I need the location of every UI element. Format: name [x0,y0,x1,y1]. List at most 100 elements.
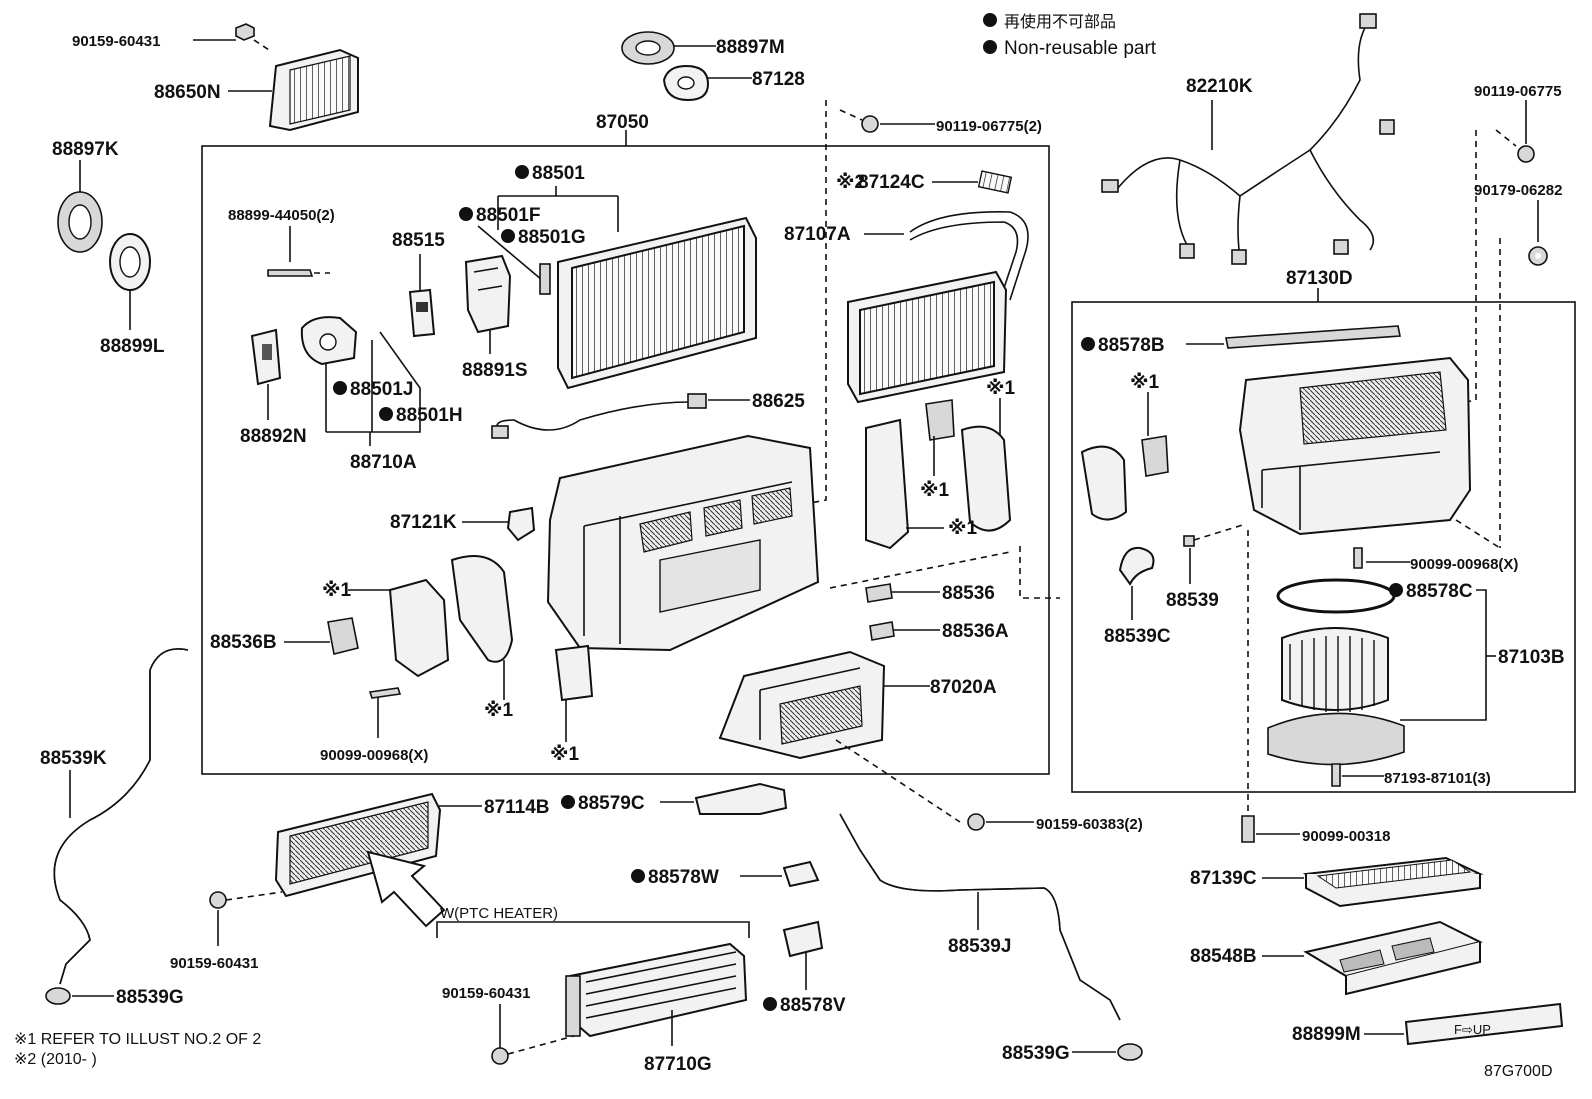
part-87128-grommet [662,64,710,102]
label-87050: 87050 [596,112,649,133]
ref-note-1: ※1 [1130,372,1159,393]
label-88539C: 88539C [1104,626,1171,647]
part-88897M-seal [621,31,675,65]
part-87103B-blower-motor [1267,627,1405,766]
part-87139C-cabin-filter [1302,856,1484,908]
label-87128: 87128 [752,69,805,90]
label-87710G: 87710G [644,1054,712,1075]
label-88578V: 88578V [780,995,846,1016]
label-87107A: 87107A [784,224,851,245]
label-88899-44050: 88899-44050(2) [228,207,335,224]
part-88536-clip [865,583,893,603]
part-88892N-actuator [250,328,282,386]
legend-jp: 再使用不可部品 [1004,13,1116,31]
part-88578V-clip [782,920,824,958]
leader-dashed [835,739,961,823]
ref-note-1: ※1 [986,378,1015,399]
label-90179-06282: 90179-06282 [1474,182,1562,199]
part-88539J-drain-pipe [839,813,1121,1021]
part-88578W-clip [782,860,820,888]
label-88579C: 88579C [578,793,645,814]
part-blower-actuator [1080,435,1169,521]
filter-marking: F⇨UP [1454,1022,1491,1037]
ref-note-1: ※1 [484,700,513,721]
part-actuator-right [865,399,1012,550]
label-90099-00968-left: 90099-00968(X) [320,747,428,764]
label-88501G: 88501G [518,227,586,248]
label-88501J: 88501J [350,379,413,400]
ref-note-1: ※1 [322,580,351,601]
ref-note-1: ※1 [920,480,949,501]
part-87107A-heater-core [847,211,1029,404]
diagram-code: 87G700D [1484,1063,1553,1080]
label-88899L: 88899L [100,336,165,357]
nut-icon [1528,246,1548,266]
label-88536A: 88536A [942,621,1009,642]
arrow-icon [366,850,446,928]
label-82210K: 82210K [1186,76,1253,97]
non-reusable-dot-icon [763,997,777,1011]
part-88539-grommet [1183,535,1195,547]
ref-note-2: ※2 [836,172,865,193]
label-88899M: 88899M [1292,1024,1361,1045]
label-88578B: 88578B [1098,335,1165,356]
label-88892N: 88892N [240,426,307,447]
label-88501F: 88501F [476,205,540,226]
screw-icon [1353,547,1363,569]
label-88710A: 88710A [350,452,417,473]
part-88501-evaporator [539,216,757,390]
label-88578C: 88578C [1406,581,1473,602]
non-reusable-dot-icon [983,13,997,27]
label-90099-00318: 90099-00318 [1302,828,1390,845]
non-reusable-dot-icon [1389,583,1403,597]
non-reusable-dot-icon [501,229,515,243]
label-88897M: 88897M [716,37,785,58]
part-87130D-blower-case [1238,356,1472,536]
screw-icon [1241,815,1255,843]
leader-dashed [799,100,827,506]
label-87103B: 87103B [1498,647,1565,668]
ref-note-1: ※1 [948,518,977,539]
non-reusable-dot-icon [333,381,347,395]
part-88548B-filter-cover [1303,920,1483,996]
part-88899M-filter-label: F⇨UP [1404,1002,1564,1046]
screw-icon [235,23,273,53]
bolt-icon [267,269,330,277]
label-88539K: 88539K [40,748,107,769]
leader-dashed [1193,523,1247,541]
label-87193-87101: 87193-87101(3) [1384,770,1491,787]
label-90099-00968-right: 90099-00968(X) [1410,556,1518,573]
part-82210K-wire-harness [1101,13,1395,265]
hvac-unit-frame [201,145,1050,775]
non-reusable-dot-icon [983,40,997,54]
leader-dashed [1019,546,1060,599]
part-87710G-ptc-heater [565,942,748,1038]
part-88539K-drain-hose [53,648,189,985]
leader-dashed [1465,130,1477,403]
label-90159-60431-top: 90159-60431 [72,33,160,50]
label-88625: 88625 [752,391,805,412]
label-88897K: 88897K [52,139,119,160]
non-reusable-dot-icon [1081,337,1095,351]
part-88897K-seal [57,191,103,253]
part-hvac-housing [546,434,820,652]
label-88536: 88536 [942,583,995,604]
bolt-icon [967,813,985,831]
part-87020A-case [718,650,886,760]
legend: 再使用不可部品 Non-reusable part [983,13,1157,59]
non-reusable-dot-icon [515,165,529,179]
part-88536B-bracket [327,555,594,702]
label-88501: 88501 [532,163,585,184]
part-88650N-duct [268,48,359,132]
label-87124C: 87124C [858,172,925,193]
footnote-1: ※1 REFER TO ILLUST NO.2 OF 2 [14,1031,261,1048]
label-88891S: 88891S [462,360,528,381]
part-88578B-seal-strip [1225,325,1401,349]
part-87121K-clip [506,506,536,542]
label-90159-60383-2: 90159-60383(2) [1036,816,1143,833]
label-88539G-right: 88539G [1002,1043,1070,1064]
bolt-icon [209,891,227,909]
label-87114B: 87114B [484,797,550,818]
leader-dashed [1455,519,1501,549]
